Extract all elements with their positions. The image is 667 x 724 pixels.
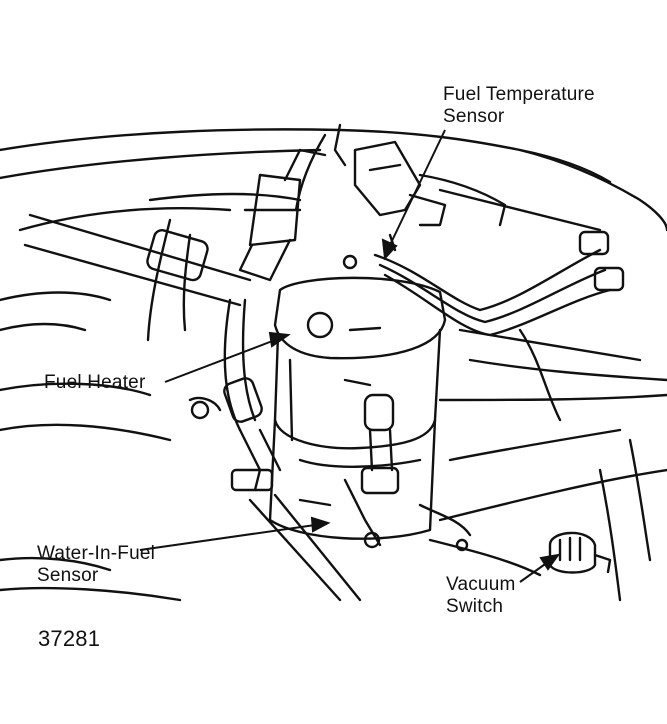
fuel-filter <box>268 276 447 540</box>
fuel-line-left <box>23 213 252 307</box>
vacuum-switch-label: Vacuum Switch <box>446 574 516 618</box>
vacuum-switch-label-line2: Switch <box>446 596 504 617</box>
fuel-temperature-sensor-label-line2: Sensor <box>443 106 505 127</box>
figure-number: 37281 <box>38 626 101 651</box>
vertical-connector <box>238 148 327 282</box>
right-hose <box>343 378 400 549</box>
temperature-connector <box>353 140 507 227</box>
fuel-heater-label: Fuel Heater <box>44 372 146 393</box>
wire-harness <box>342 230 625 337</box>
lower-hoses <box>188 298 362 602</box>
fuel-temperature-sensor-label: Fuel Temperature Sensor <box>443 84 595 128</box>
vacuum-switch-label-line1: Vacuum <box>446 574 516 595</box>
vacuum-switch-part <box>418 503 612 574</box>
leader-lines <box>139 129 561 583</box>
water-in-fuel-sensor-label-line1: Water-In-Fuel <box>37 543 156 564</box>
water-in-fuel-sensor-label-line2: Sensor <box>37 565 99 586</box>
water-in-fuel-sensor-label: Water-In-Fuel Sensor <box>37 543 155 587</box>
fuel-temperature-sensor-label-line1: Fuel Temperature <box>443 84 595 105</box>
engine-bay-contours <box>0 123 667 602</box>
